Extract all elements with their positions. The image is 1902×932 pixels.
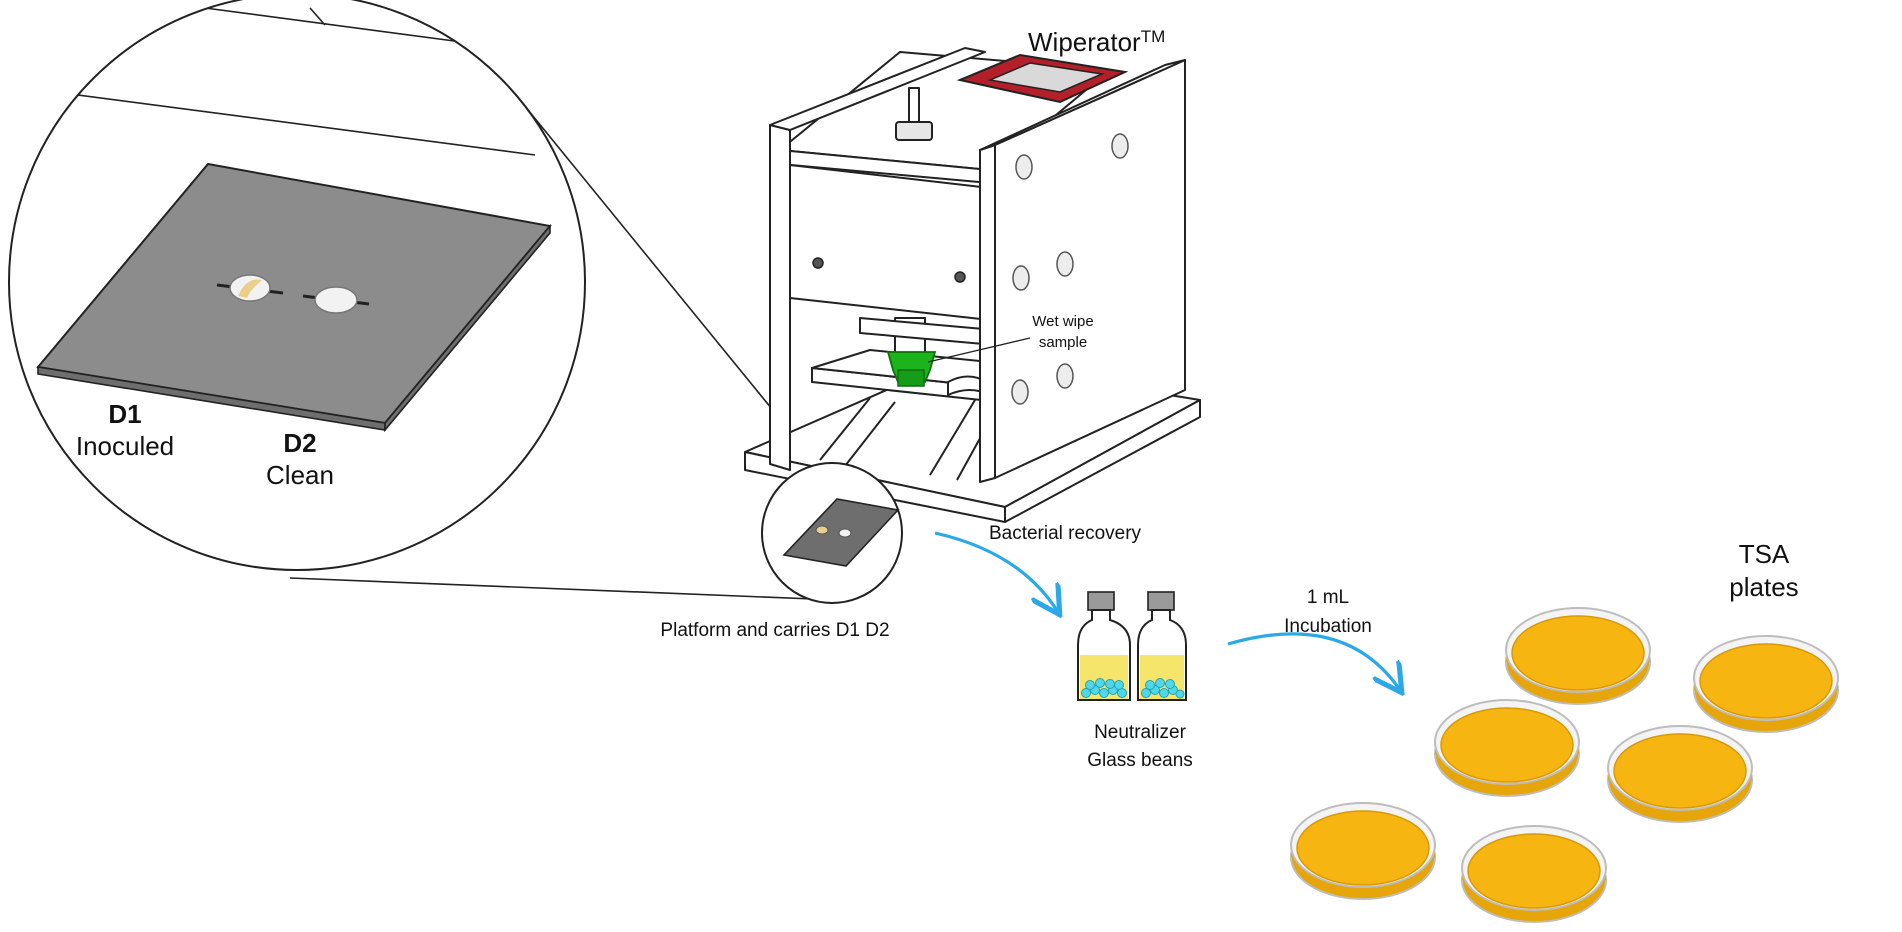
platform-label: Platform and carries D1 D2 [660,620,889,641]
zoom-callout: D1 Inoculed D2 Clean [8,0,839,601]
device-right-panel [979,59,1186,483]
platform-zoom-small: Platform and carries D1 D2 [660,462,903,641]
shaft-bracket [859,317,996,346]
tsa-plate [1290,802,1436,900]
d1-code-label: D1 [108,399,141,429]
tsa-plate [1505,607,1651,705]
bottle-right [1137,591,1187,701]
panel-holes [1011,133,1129,405]
wet-wipe-label-line1: Wet wipe [1032,313,1093,330]
incubation-label: Incubation [1284,616,1372,637]
bacterial-recovery-label: Bacterial recovery [989,523,1142,544]
wet-wipe-label-line2: sample [1039,334,1087,351]
tsa-plate [1693,635,1839,733]
bolt-right [954,271,966,283]
device-name-label: WiperatorTM [1028,27,1165,57]
bolt-left [812,257,824,269]
small-coupon-d1 [815,525,829,535]
bottle-left [1077,591,1131,701]
tsa-plate [1434,699,1580,797]
device-back-panel [789,164,991,321]
arrow-bacterial-recovery [934,531,1058,612]
coupon-d2 [302,286,370,314]
volume-label: 1 mL [1307,587,1349,608]
tsa-plate [1607,725,1753,823]
d2-code-label: D2 [283,428,316,458]
d2-state-label: Clean [266,460,334,490]
arrow-incubation [1227,632,1400,690]
tsa-plates [1290,607,1839,923]
wiperator-device: WiperatorTM Wet wipe sample [744,27,1201,523]
tsa-plate [1461,825,1607,923]
trademark-mark: TM [1141,27,1166,46]
zoom-line-bottom [289,577,839,601]
coupon-d1 [216,274,284,302]
device-left-post [769,47,986,471]
wipe-head [886,351,937,387]
platform-plate-large [36,162,552,433]
tsa-label-line1: TSA [1739,539,1790,569]
control-panel [956,53,1129,104]
wet-wipe-leader [927,337,1031,363]
small-coupon-d2 [838,528,852,538]
neutralizer-label: Neutralizer [1094,722,1187,743]
d1-state-label: Inoculed [76,431,174,461]
glass-beans-label: Glass beans [1087,750,1193,771]
tsa-label-line2: plates [1729,572,1798,602]
threaded-rod [895,87,933,141]
